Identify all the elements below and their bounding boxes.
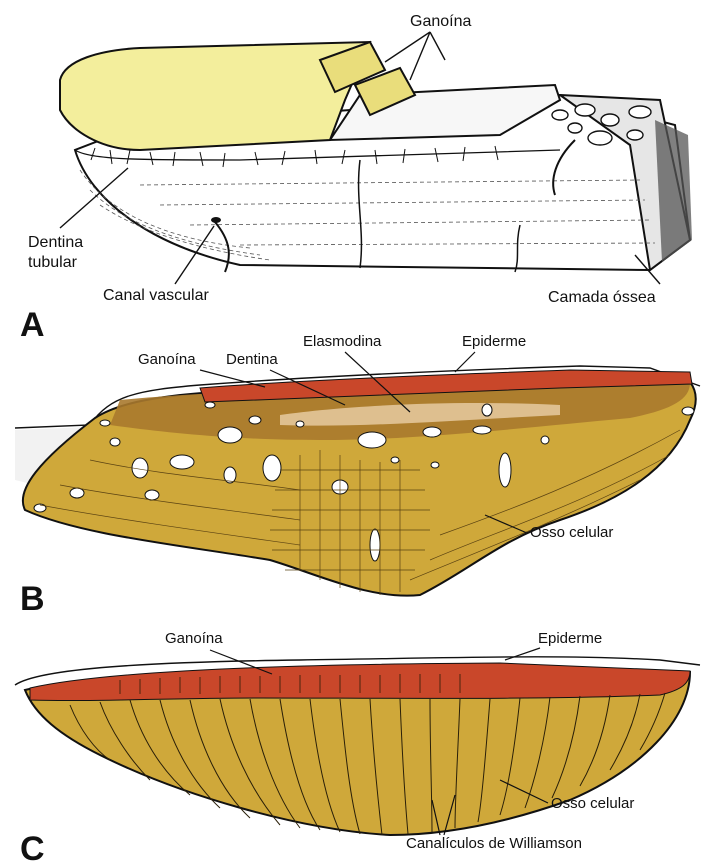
label-elasmodina: Elasmodina <box>303 333 382 350</box>
label-dentina-tubular-2: tubular <box>28 254 78 271</box>
panel-a: Ganoína Dentina tubular Canal vascular C… <box>20 13 692 344</box>
panel-letter-b: B <box>20 580 45 618</box>
label-osso-celular-b: Osso celular <box>530 524 613 541</box>
label-ganoina-c: Ganoína <box>165 630 223 647</box>
label-dentina-tubular-1: Dentina <box>28 234 83 251</box>
label-canaliculos: Canalículos de Williamson <box>406 835 582 852</box>
label-osso-celular-c: Osso celular <box>551 795 634 812</box>
vascular-canal-opening <box>211 217 221 223</box>
label-ganoina-b: Ganoína <box>138 351 196 368</box>
panel-letter-c: C <box>20 830 45 865</box>
label-ganoina-a: Ganoína <box>410 13 471 30</box>
label-dentina: Dentina <box>226 351 278 368</box>
leader-epiderme-b <box>455 352 475 372</box>
leader-ganoina-a-3 <box>430 32 445 60</box>
label-epiderme-c: Epiderme <box>538 630 602 647</box>
panel-b: Elasmodina Ganoína Dentina Epiderme Osso… <box>15 333 700 618</box>
label-epiderme-b: Epiderme <box>462 333 526 350</box>
panel-c: Ganoína Epiderme Osso celular Canalículo… <box>15 630 700 865</box>
leader-epiderme-c <box>505 648 540 660</box>
label-camada-ossea: Camada óssea <box>548 289 656 306</box>
panel-letter-a: A <box>20 306 45 344</box>
label-canal-vascular: Canal vascular <box>103 287 210 304</box>
